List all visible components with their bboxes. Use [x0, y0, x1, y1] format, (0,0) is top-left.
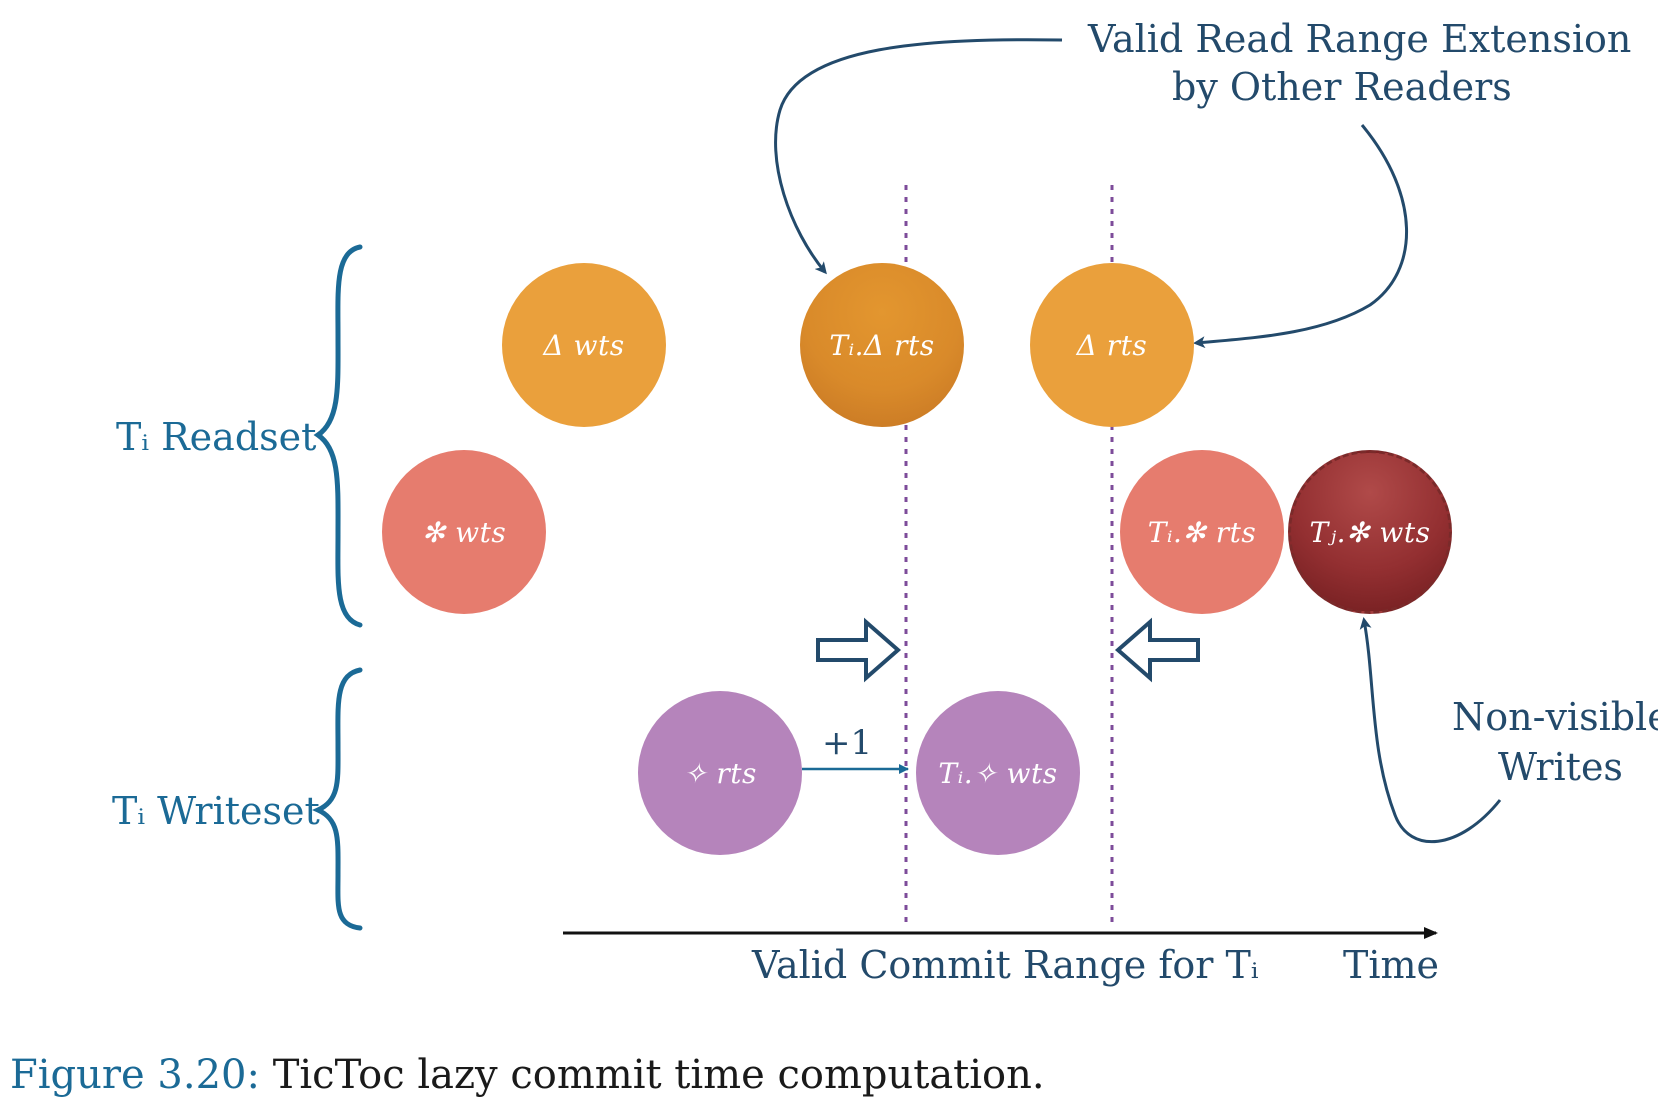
- node-delta-rts: Δ rts: [1030, 263, 1194, 427]
- node-tj-star-wts: Tⱼ.✻ wts: [1288, 450, 1452, 614]
- arrow-to-delta-rts: [1193, 124, 1408, 349]
- node-ti-sparkle-wts: Tᵢ.✧ wts: [916, 691, 1080, 855]
- node-ti-sparkle-wts-label: Tᵢ.✧ wts: [938, 756, 1058, 790]
- time-axis-label: Time: [1343, 943, 1440, 987]
- node-sparkle-rts-label: ✧ rts: [683, 756, 757, 790]
- readset-brace: [313, 244, 363, 628]
- readset-label: Tᵢ Readset: [116, 415, 317, 459]
- figure-caption: Figure 3.20: TicToc lazy commit time com…: [10, 1052, 1045, 1098]
- writeset-brace: [311, 667, 363, 931]
- node-ti-star-rts-label: Tᵢ.✻ rts: [1147, 515, 1257, 549]
- node-star-wts: ✻ wts: [382, 450, 546, 614]
- arrow-to-nonvisible-write: [1359, 617, 1502, 844]
- figure-caption-text: TicToc lazy commit time computation.: [272, 1052, 1045, 1098]
- writeset-label: Tᵢ Writeset: [112, 789, 320, 833]
- nonvisible-writes-line2: Writes: [1498, 745, 1623, 789]
- node-star-wts-label: ✻ wts: [421, 515, 507, 549]
- node-tj-star-wts-label: Tⱼ.✻ wts: [1309, 515, 1431, 549]
- annotation-read-range-extension-line2: by Other Readers: [1172, 65, 1512, 109]
- commit-range-label: Valid Commit Range for Tᵢ: [752, 943, 1259, 987]
- node-delta-rts-label: Δ rts: [1076, 328, 1148, 362]
- annotation-read-range-extension-line1: Valid Read Range Extension: [1088, 17, 1632, 61]
- node-sparkle-rts: ✧ rts: [638, 691, 802, 855]
- nonvisible-writes-line1: Non-visible: [1452, 695, 1658, 739]
- lower-bound-block-arrow: [816, 617, 902, 683]
- arrow-to-ti-delta-rts: [774, 38, 1063, 275]
- node-delta-wts: Δ wts: [502, 263, 666, 427]
- node-ti-delta-rts-label: Tᵢ.Δ rts: [829, 328, 935, 362]
- upper-bound-block-arrow: [1114, 617, 1200, 683]
- node-delta-wts-label: Δ wts: [543, 328, 625, 362]
- increment-label: +1: [822, 723, 873, 763]
- node-ti-star-rts: Tᵢ.✻ rts: [1120, 450, 1284, 614]
- node-ti-delta-rts: Tᵢ.Δ rts: [800, 263, 964, 427]
- figure-caption-number: Figure 3.20:: [10, 1052, 260, 1098]
